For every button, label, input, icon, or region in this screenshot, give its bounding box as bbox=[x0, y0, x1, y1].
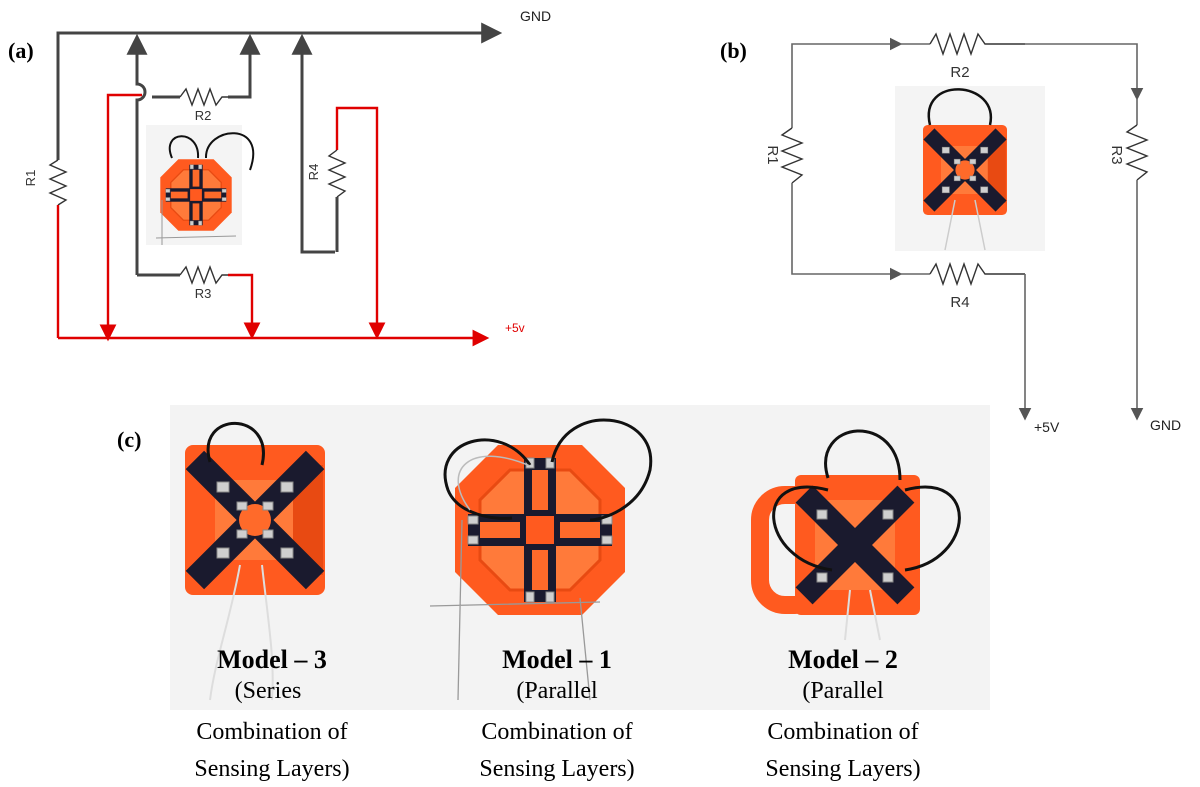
resistor-r3-b bbox=[1125, 124, 1149, 181]
r3-label-b: R3 bbox=[1108, 145, 1125, 164]
sensor-photo-model2 bbox=[760, 429, 961, 641]
r3-red-lead bbox=[228, 273, 261, 340]
gnd-label-a: GND bbox=[520, 8, 551, 24]
r2-label-b: R2 bbox=[950, 64, 969, 81]
model3-line2: Combination of bbox=[196, 719, 347, 745]
model1-line1: (Parallel bbox=[516, 678, 598, 704]
panel-a: (a) GND R1 R2 R3 R4 +5v bbox=[8, 8, 551, 347]
caption-model1: Model – 1 (Parallel Combination of Sensi… bbox=[479, 645, 634, 782]
model3-line1: (Series bbox=[235, 678, 302, 704]
ground-wire-r3 bbox=[126, 33, 148, 275]
sensor-photo-a bbox=[146, 125, 255, 245]
model3-title: Model – 3 bbox=[217, 645, 327, 674]
sensor-photo-model3 bbox=[184, 421, 326, 701]
model1-title: Model – 1 bbox=[502, 645, 612, 674]
r3-label-a: R3 bbox=[195, 286, 212, 301]
r2-red-lead bbox=[106, 93, 142, 330]
panel-a-label: (a) bbox=[8, 38, 34, 63]
supply-label-a: +5v bbox=[505, 321, 525, 335]
sensor-photo-model1 bbox=[429, 418, 653, 701]
supply-label-b: +5V bbox=[1034, 419, 1060, 435]
gnd-bus-a bbox=[56, 22, 503, 133]
model2-line1: (Parallel bbox=[802, 678, 884, 704]
b-top-right-wire bbox=[1025, 43, 1144, 101]
resistor-r3-a bbox=[179, 265, 228, 285]
model1-line3: Sensing Layers) bbox=[479, 756, 634, 782]
r4-red-lead bbox=[335, 106, 386, 340]
r1-label-a: R1 bbox=[23, 170, 38, 187]
sensor-photo-b bbox=[895, 86, 1045, 251]
r1-label-b: R1 bbox=[764, 145, 781, 164]
b-top-left-wire bbox=[791, 37, 903, 128]
caption-model3: Model – 3 (Series Combination of Sensing… bbox=[194, 645, 349, 782]
r4-label-b: R4 bbox=[950, 294, 969, 311]
panel-b: (b) R2 R3 GND R1 R4 +5V bbox=[720, 31, 1181, 435]
model2-line2: Combination of bbox=[767, 719, 918, 745]
panel-c: (c) Model – 3 (Series Combinatio bbox=[117, 405, 990, 782]
ground-wire-r2 bbox=[228, 33, 261, 99]
resistor-r2-b bbox=[929, 31, 1025, 57]
gnd-label-b: GND bbox=[1150, 417, 1181, 433]
panel-b-label: (b) bbox=[720, 38, 747, 63]
r4-label-a: R4 bbox=[306, 164, 321, 181]
model2-line3: Sensing Layers) bbox=[765, 756, 920, 782]
b-bottom-left-wire bbox=[791, 183, 903, 281]
model3-line3: Sensing Layers) bbox=[194, 756, 349, 782]
model2-title: Model – 2 bbox=[788, 645, 898, 674]
resistor-r2-a bbox=[179, 87, 228, 107]
panel-c-label: (c) bbox=[117, 427, 141, 452]
r2-label-a: R2 bbox=[195, 108, 212, 123]
caption-model2: Model – 2 (Parallel Combination of Sensi… bbox=[765, 645, 920, 782]
resistor-r4-a bbox=[327, 149, 347, 198]
resistor-r1-b bbox=[780, 127, 804, 184]
model1-line2: Combination of bbox=[481, 719, 632, 745]
resistor-r1-a bbox=[48, 159, 68, 206]
ground-wire-r4 bbox=[291, 33, 335, 254]
resistor-r4-b bbox=[929, 261, 1025, 287]
